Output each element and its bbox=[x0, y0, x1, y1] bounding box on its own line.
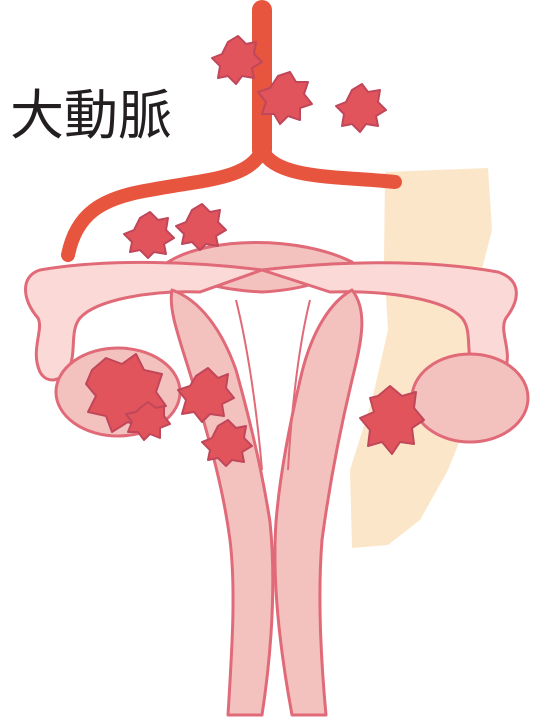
right-cervical-wall bbox=[275, 290, 362, 715]
endometriosis-lesion-icon bbox=[124, 212, 174, 258]
endometriosis-lesion-icon bbox=[176, 204, 226, 250]
aorta-right-branch bbox=[262, 150, 395, 182]
endometriosis-lesion-icon bbox=[360, 386, 424, 454]
left-cervical-wall bbox=[171, 290, 273, 715]
right-ovary bbox=[412, 354, 528, 442]
endometriosis-lesion-icon bbox=[336, 84, 386, 132]
aorta-label: 大動脈 bbox=[10, 86, 172, 146]
endometriosis-lesion-icon bbox=[212, 36, 262, 84]
